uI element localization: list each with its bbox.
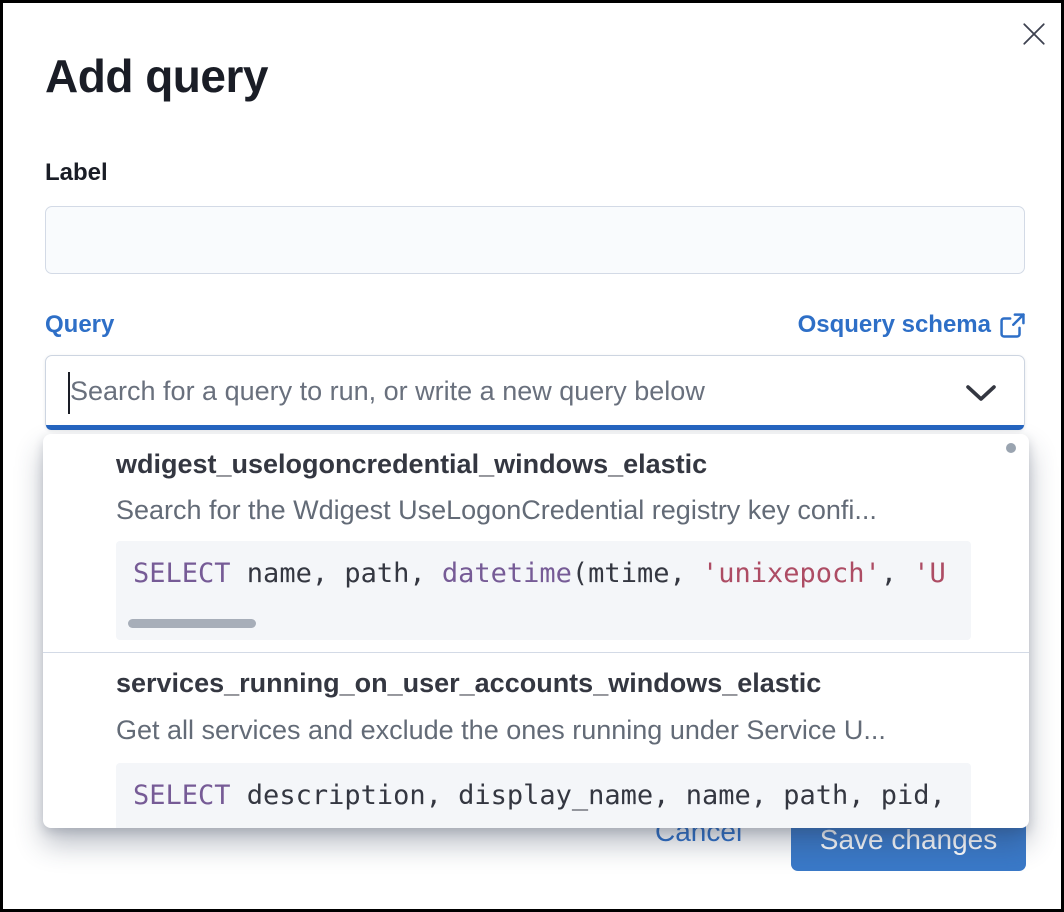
- query-option-description: Get all services and exclude the ones ru…: [116, 715, 886, 745]
- query-code-preview: SELECT description, display_name, name, …: [116, 763, 971, 828]
- horizontal-scrollbar-thumb[interactable]: [128, 619, 256, 628]
- sql-code: SELECT description, display_name, name, …: [133, 780, 946, 811]
- label-input[interactable]: [45, 206, 1025, 274]
- query-search-input[interactable]: [68, 356, 954, 427]
- label-field-label: Label: [45, 159, 108, 186]
- osquery-schema-link[interactable]: Osquery schema: [798, 311, 1025, 339]
- vertical-scrollbar-thumb[interactable]: [1006, 443, 1016, 453]
- text-cursor: [68, 372, 70, 414]
- query-suggestions-dropdown: wdigest_uselogoncredential_windows_elast…: [43, 434, 1029, 828]
- query-code-preview: SELECT name, path, datetime(mtime, 'unix…: [116, 541, 971, 640]
- query-option-title: services_running_on_user_accounts_window…: [116, 668, 822, 698]
- query-combobox[interactable]: [45, 355, 1025, 430]
- chevron-down-icon[interactable]: [964, 383, 998, 403]
- option-divider: [43, 652, 1029, 653]
- combobox-focus-underline: [46, 425, 1024, 430]
- close-button[interactable]: [1017, 17, 1051, 51]
- modal-title: Add query: [45, 50, 268, 102]
- query-option-title: wdigest_uselogoncredential_windows_elast…: [116, 449, 708, 479]
- query-field-label: Query: [45, 311, 115, 338]
- sql-code: SELECT name, path, datetime(mtime, 'unix…: [133, 558, 946, 589]
- osquery-schema-link-label: Osquery schema: [797, 311, 991, 338]
- close-icon: [1021, 21, 1047, 47]
- query-row: Query Osquery schema: [45, 311, 1025, 339]
- external-link-icon: [1000, 312, 1025, 338]
- query-option-description: Search for the Wdigest UseLogonCredentia…: [116, 495, 877, 525]
